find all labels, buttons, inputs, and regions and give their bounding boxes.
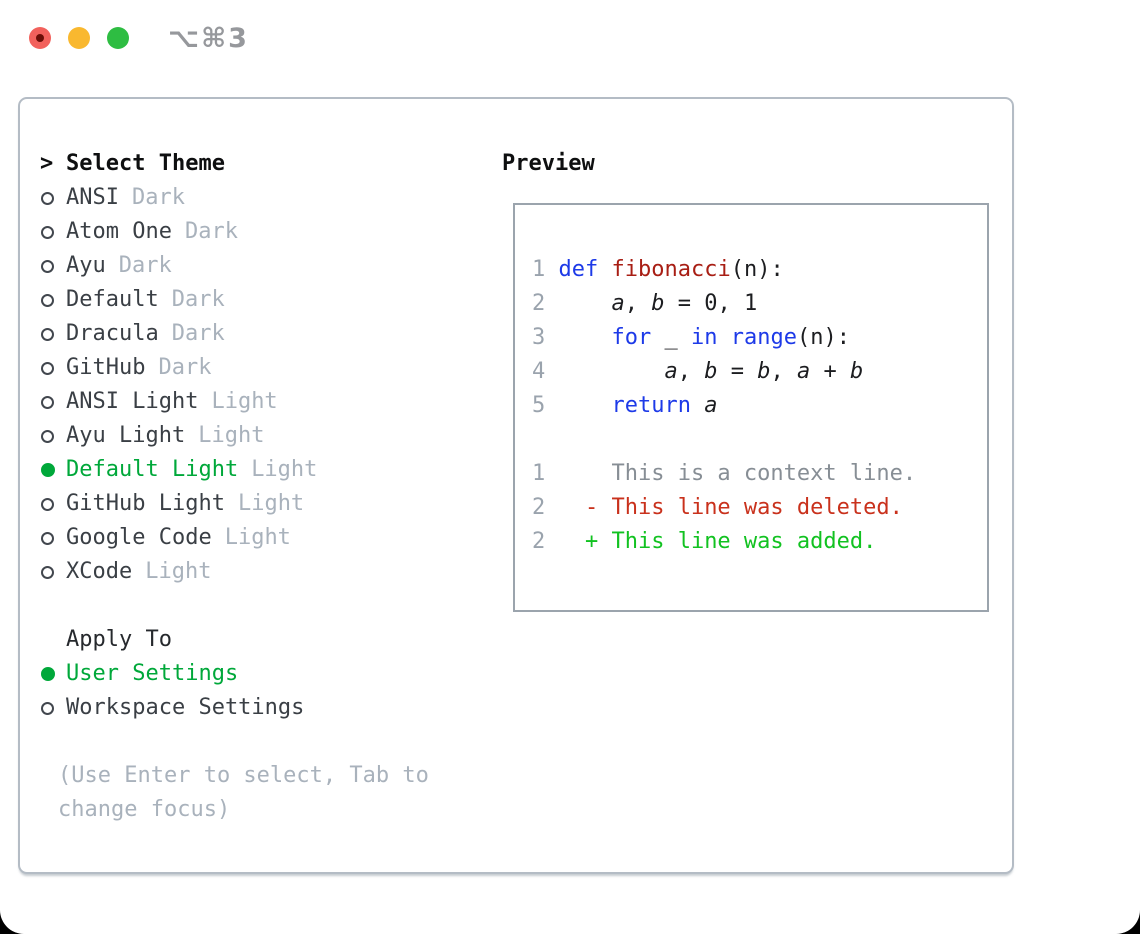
radio-icon	[41, 497, 54, 511]
radio-icon	[41, 463, 55, 477]
theme-option-variant: Dark	[131, 185, 185, 210]
preview-box: 1 def fibonacci(n): 2 a, b = 0, 1 3 for _ …	[513, 203, 989, 612]
screen-corner-bottom-left	[0, 910, 24, 934]
radio-icon	[41, 327, 54, 341]
theme-selector-panel: > Select Theme ANSI Dark Atom One Dark A…	[18, 97, 1014, 874]
close-button[interactable]	[29, 27, 51, 49]
radio-icon	[41, 701, 54, 715]
theme-option-name: ANSI Light	[66, 389, 199, 414]
apply-to-list: User Settings Workspace Settings	[40, 657, 478, 725]
theme-option[interactable]: Ayu Light Light	[40, 419, 478, 453]
radio-icon	[41, 565, 54, 579]
theme-option-name: Workspace Settings	[66, 695, 305, 720]
diff-line-added: 2 + This line was added.	[532, 529, 877, 554]
theme-option-name: Default Light	[66, 457, 239, 482]
apply-to-header: Apply To	[40, 623, 478, 657]
radio-icon	[41, 667, 55, 681]
apply-to-title: Apply To	[66, 627, 172, 652]
theme-option[interactable]: ANSI Light Light	[40, 385, 478, 419]
radio-icon	[41, 259, 54, 273]
theme-option[interactable]: Google Code Light	[40, 521, 478, 555]
theme-option-name: Default	[66, 287, 159, 312]
theme-option-name: User Settings	[66, 661, 239, 686]
theme-option[interactable]: ANSI Dark	[40, 181, 478, 215]
theme-option-variant: Dark	[184, 219, 238, 244]
radio-icon	[41, 293, 54, 307]
theme-option-name: Atom One	[66, 219, 172, 244]
code-line: 3 for _ in range(n):	[532, 325, 850, 350]
code-preview: 1 def fibonacci(n): 2 a, b = 0, 1 3 for _ …	[532, 253, 987, 423]
radio-icon	[41, 225, 54, 239]
code-line: 1 def fibonacci(n):	[532, 257, 784, 282]
titlebar: ⌥⌘3	[0, 0, 1140, 76]
preview-title: Preview	[502, 151, 595, 176]
select-theme-header: > Select Theme	[40, 147, 478, 181]
theme-option-name: Ayu	[66, 253, 106, 278]
theme-list-column: > Select Theme ANSI Dark Atom One Dark A…	[40, 147, 478, 827]
theme-option-variant: Dark	[171, 321, 225, 346]
theme-option-variant: Light	[198, 423, 265, 448]
theme-option-name: Ayu Light	[66, 423, 186, 448]
theme-option-name: GitHub Light	[66, 491, 225, 516]
code-line: 5 return a	[532, 393, 718, 418]
apply-to-option[interactable]: User Settings	[40, 657, 478, 691]
theme-option-variant: Dark	[118, 253, 172, 278]
theme-option-variant: Dark	[171, 287, 225, 312]
radio-icon	[41, 429, 54, 443]
diff-line-deleted: 2 - This line was deleted.	[532, 495, 903, 520]
theme-option-variant: Light	[237, 491, 305, 516]
theme-option-variant: Light	[211, 389, 278, 414]
theme-option-name: XCode	[66, 559, 133, 584]
theme-option-name: GitHub	[66, 355, 146, 380]
theme-option-name: ANSI	[66, 185, 119, 210]
theme-option[interactable]: GitHub Light Light	[40, 487, 478, 521]
minimize-button[interactable]	[68, 27, 90, 49]
apply-to-option[interactable]: Workspace Settings	[40, 691, 478, 725]
theme-option-variant: Light	[224, 525, 291, 550]
theme-option[interactable]: Default Light Light	[40, 453, 478, 487]
radio-icon	[41, 191, 54, 205]
radio-icon	[41, 395, 54, 409]
theme-option-name: Google Code	[66, 525, 212, 550]
hint-text: (Use Enter to select, Tab to change focu…	[58, 763, 429, 822]
select-theme-title: Select Theme	[66, 151, 225, 176]
diff-line-context: 1 This is a context line.	[532, 461, 917, 486]
selection-caret: >	[40, 151, 54, 176]
code-line: 4 a, b = b, a + b	[532, 359, 864, 384]
theme-option[interactable]: Dracula Dark	[40, 317, 478, 351]
theme-option-variant: Light	[251, 457, 318, 482]
theme-option-variant: Dark	[158, 355, 212, 380]
theme-option[interactable]: Ayu Dark	[40, 249, 478, 283]
theme-option[interactable]: Default Dark	[40, 283, 478, 317]
theme-option[interactable]: GitHub Dark	[40, 351, 478, 385]
keyboard-shortcut-label: ⌥⌘3	[168, 22, 249, 54]
code-line: 2 a, b = 0, 1	[532, 291, 758, 316]
record-dot-icon	[36, 34, 44, 42]
theme-option-variant: Light	[145, 559, 212, 584]
radio-icon	[41, 531, 54, 545]
diff-preview: 1 This is a context line. 2 - This line w…	[532, 457, 987, 559]
theme-option-name: Dracula	[66, 321, 159, 346]
zoom-button[interactable]	[107, 27, 129, 49]
theme-list: ANSI Dark Atom One Dark Ayu Dark Default…	[40, 181, 478, 589]
theme-option[interactable]: XCode Light	[40, 555, 478, 589]
radio-icon	[41, 361, 54, 375]
theme-option[interactable]: Atom One Dark	[40, 215, 478, 249]
screen-corner-bottom-right	[1116, 910, 1140, 934]
